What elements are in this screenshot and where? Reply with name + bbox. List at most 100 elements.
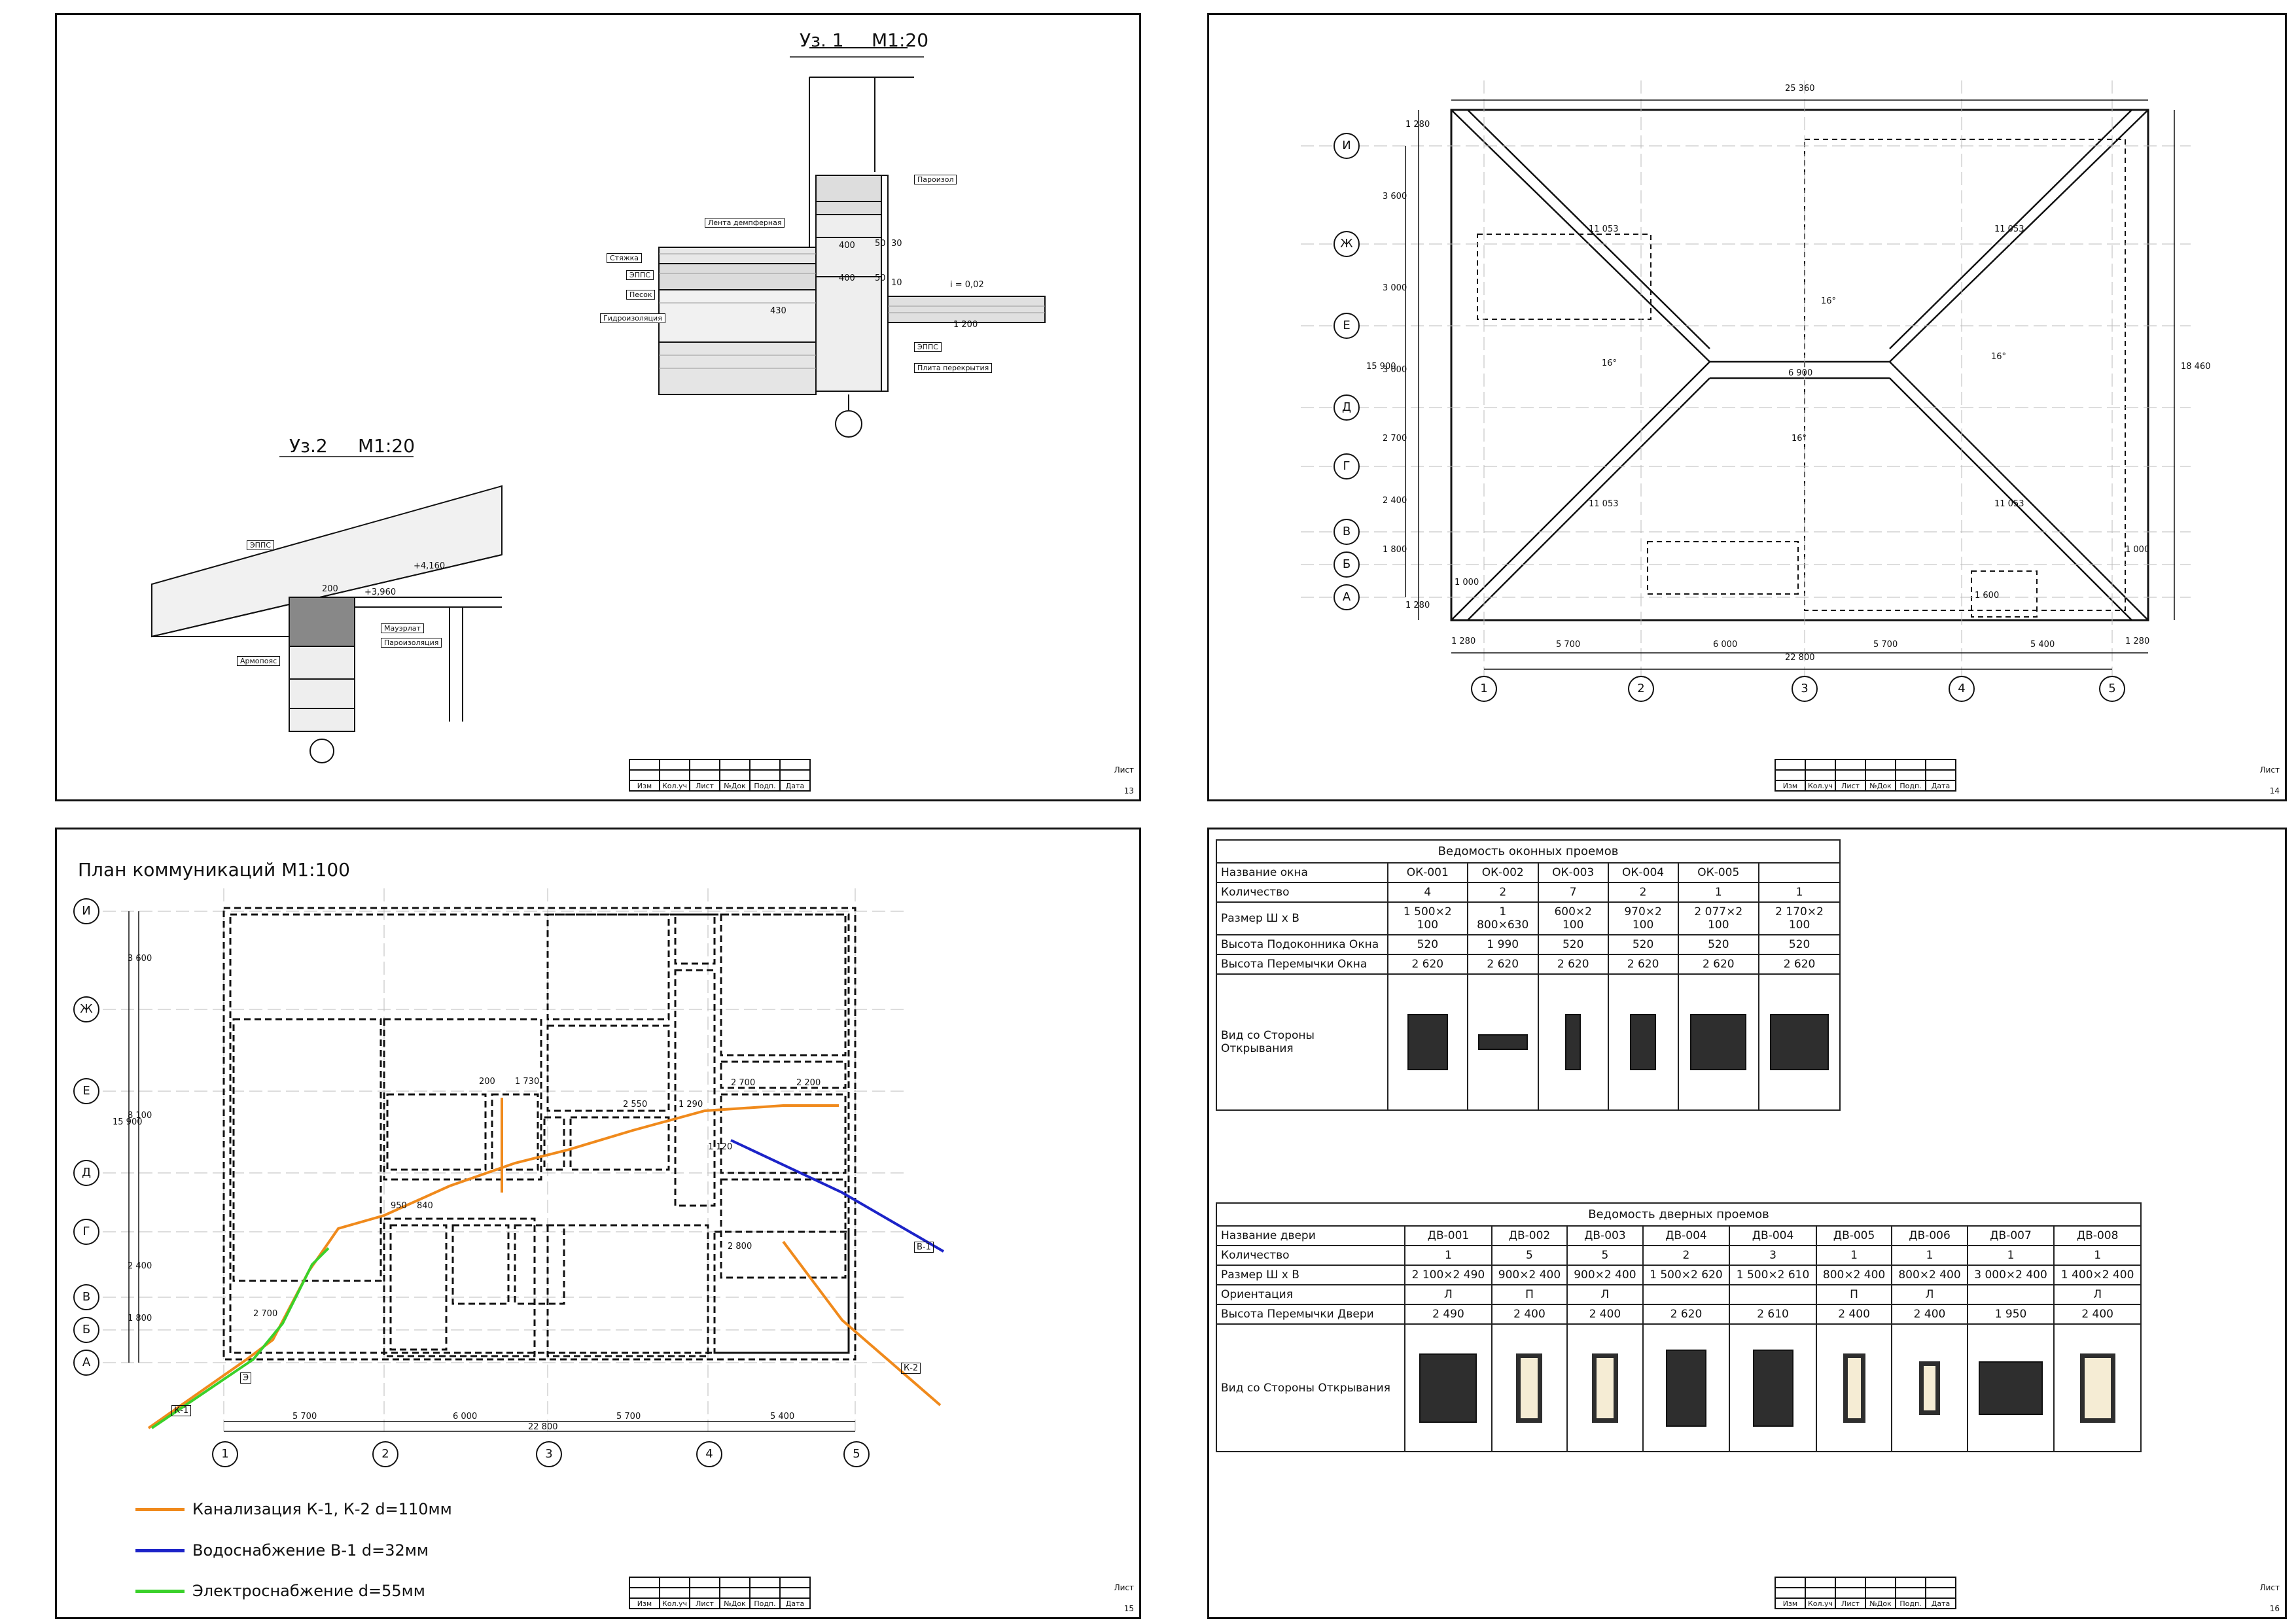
schedule-cell: 2 620: [1466, 954, 1539, 975]
axis-col: 4: [696, 1441, 722, 1467]
schedule-cell: 1: [1966, 1245, 2055, 1266]
callout: ЭППС: [626, 270, 654, 280]
stamp-col: №Док: [719, 1597, 751, 1609]
doors-schedule: Ведомость дверных проемов Название двери…: [1215, 1202, 2142, 1452]
dim: 400: [839, 273, 855, 283]
opening-view-icon: [1407, 1014, 1448, 1070]
hip-length: 11 053: [1994, 499, 2024, 509]
axis-row: И: [73, 898, 99, 924]
schedule-cell: 2 490: [1404, 1304, 1492, 1325]
legend-sewer: Канализация К-1, К-2 d=110мм: [135, 1500, 452, 1518]
schedule-cell: Л: [1566, 1284, 1644, 1305]
schedule-cell: [1491, 1323, 1568, 1452]
stamp-col: Изм: [629, 1597, 660, 1609]
opening-view-icon: [1770, 1014, 1829, 1070]
callout: Армопояс: [237, 656, 281, 666]
schedule-cell: 520: [1537, 934, 1609, 955]
dim: 2 700: [253, 1309, 278, 1319]
hip-length: 11 053: [1589, 499, 1619, 509]
axis-row: Ж: [73, 996, 99, 1022]
slope: 16°: [1602, 358, 1617, 368]
pipe-tag: В-1: [914, 1242, 934, 1253]
schedule-cell: 2 620: [1386, 954, 1468, 975]
dim: 1 800: [1383, 545, 1407, 555]
schedule-cell: [1642, 1284, 1731, 1305]
opening-view-icon: [1630, 1014, 1657, 1070]
axis-row: А: [1333, 584, 1360, 610]
dim: 22 800: [528, 1422, 558, 1432]
dim: 5 400: [2030, 640, 2055, 650]
schedule-cell: 520: [1677, 934, 1760, 955]
dim: 2 700: [1383, 434, 1407, 444]
schedule-cell: 2: [1642, 1245, 1731, 1266]
schedule-row: Вид со Стороны Открывания: [1216, 973, 1841, 1111]
dim: 25 360: [1785, 84, 1815, 94]
row-header: Название двери: [1215, 1225, 1406, 1246]
dim: 840: [417, 1201, 433, 1211]
axis-col: 5: [843, 1441, 870, 1467]
title-block: Изм Кол.уч Лист №Док Подп. Дата: [1775, 759, 2285, 799]
axis-col: 2: [372, 1441, 398, 1467]
schedule-cell: ОК-002: [1466, 862, 1539, 883]
opening-view-icon: [1419, 1353, 1477, 1423]
node1-scale: М1:20: [872, 29, 929, 51]
schedule-cell: [1466, 973, 1539, 1111]
dim: 15 900: [1366, 362, 1396, 372]
axis-row: Д: [1333, 394, 1360, 421]
schedule-cell: 2 170×2 100: [1758, 901, 1841, 935]
row-header: Размер Ш х В: [1216, 901, 1388, 935]
schedule-cell: ОК-003: [1537, 862, 1609, 883]
roof-plan: [1301, 80, 2191, 676]
callout: Лента демпферная: [705, 218, 785, 228]
callout: Плита перекрытия: [914, 363, 993, 373]
schedule-cell: 1 950: [1966, 1304, 2055, 1325]
stamp-col: Дата: [1925, 1597, 1956, 1609]
sheet-15: План коммуникаций М1:100: [55, 828, 1141, 1619]
axis-row: Г: [1333, 453, 1360, 480]
axis-col: 1: [1471, 676, 1497, 702]
dim: 18 460: [2181, 362, 2211, 372]
schedule-cell: ОК-004: [1607, 862, 1679, 883]
schedule-cell: 1: [1404, 1245, 1492, 1266]
schedule-cell: 2 400: [1815, 1304, 1893, 1325]
schedule-cell: ДВ-003: [1566, 1225, 1644, 1246]
schedule-cell: ДВ-008: [2053, 1225, 2142, 1246]
stamp-col: Изм: [1775, 780, 1806, 792]
dim: 50: [875, 239, 886, 249]
schedule-cell: [1815, 1323, 1893, 1452]
stamp-col: №Док: [1865, 780, 1896, 792]
dim: 5 700: [1556, 640, 1581, 650]
schedule-cell: 1 500×2 610: [1729, 1265, 1817, 1285]
dim: 200: [479, 1077, 495, 1087]
legend-label: Водоснабжение В-1 d=32мм: [192, 1541, 429, 1560]
dim: 50: [875, 273, 886, 283]
level: +3,960: [364, 587, 397, 597]
dim: 3 000: [1383, 283, 1407, 293]
row-header: Высота Подоконника Окна: [1216, 934, 1388, 955]
stamp-col: Дата: [1925, 780, 1956, 792]
axis-row: И: [1333, 133, 1360, 159]
callout: ЭППС: [247, 540, 274, 550]
dim: 1 730: [515, 1077, 540, 1087]
axis-col: 5: [2099, 676, 2125, 702]
schedule-cell: 900×2 400: [1491, 1265, 1568, 1285]
callout: Песок: [626, 290, 656, 300]
stamp-col: Кол.уч: [1805, 1597, 1836, 1609]
stamp-col: Изм: [629, 780, 660, 792]
opening-view-icon: [1665, 1349, 1706, 1427]
axis-row: Е: [73, 1078, 99, 1104]
schedule-cell: [1566, 1323, 1644, 1452]
schedule-cell: 2 400: [1491, 1304, 1568, 1325]
pipe-tag: Э: [240, 1372, 252, 1384]
sheet-label: Лист: [1114, 1583, 1134, 1592]
node1-title: Уз. 1: [800, 29, 844, 51]
schedule-cell: П: [1491, 1284, 1568, 1305]
opening-view-icon: [1843, 1353, 1865, 1423]
schedule-cell: ДВ-004: [1729, 1225, 1817, 1246]
schedule-cell: 520: [1386, 934, 1468, 955]
stamp-col: Подп.: [749, 780, 781, 792]
